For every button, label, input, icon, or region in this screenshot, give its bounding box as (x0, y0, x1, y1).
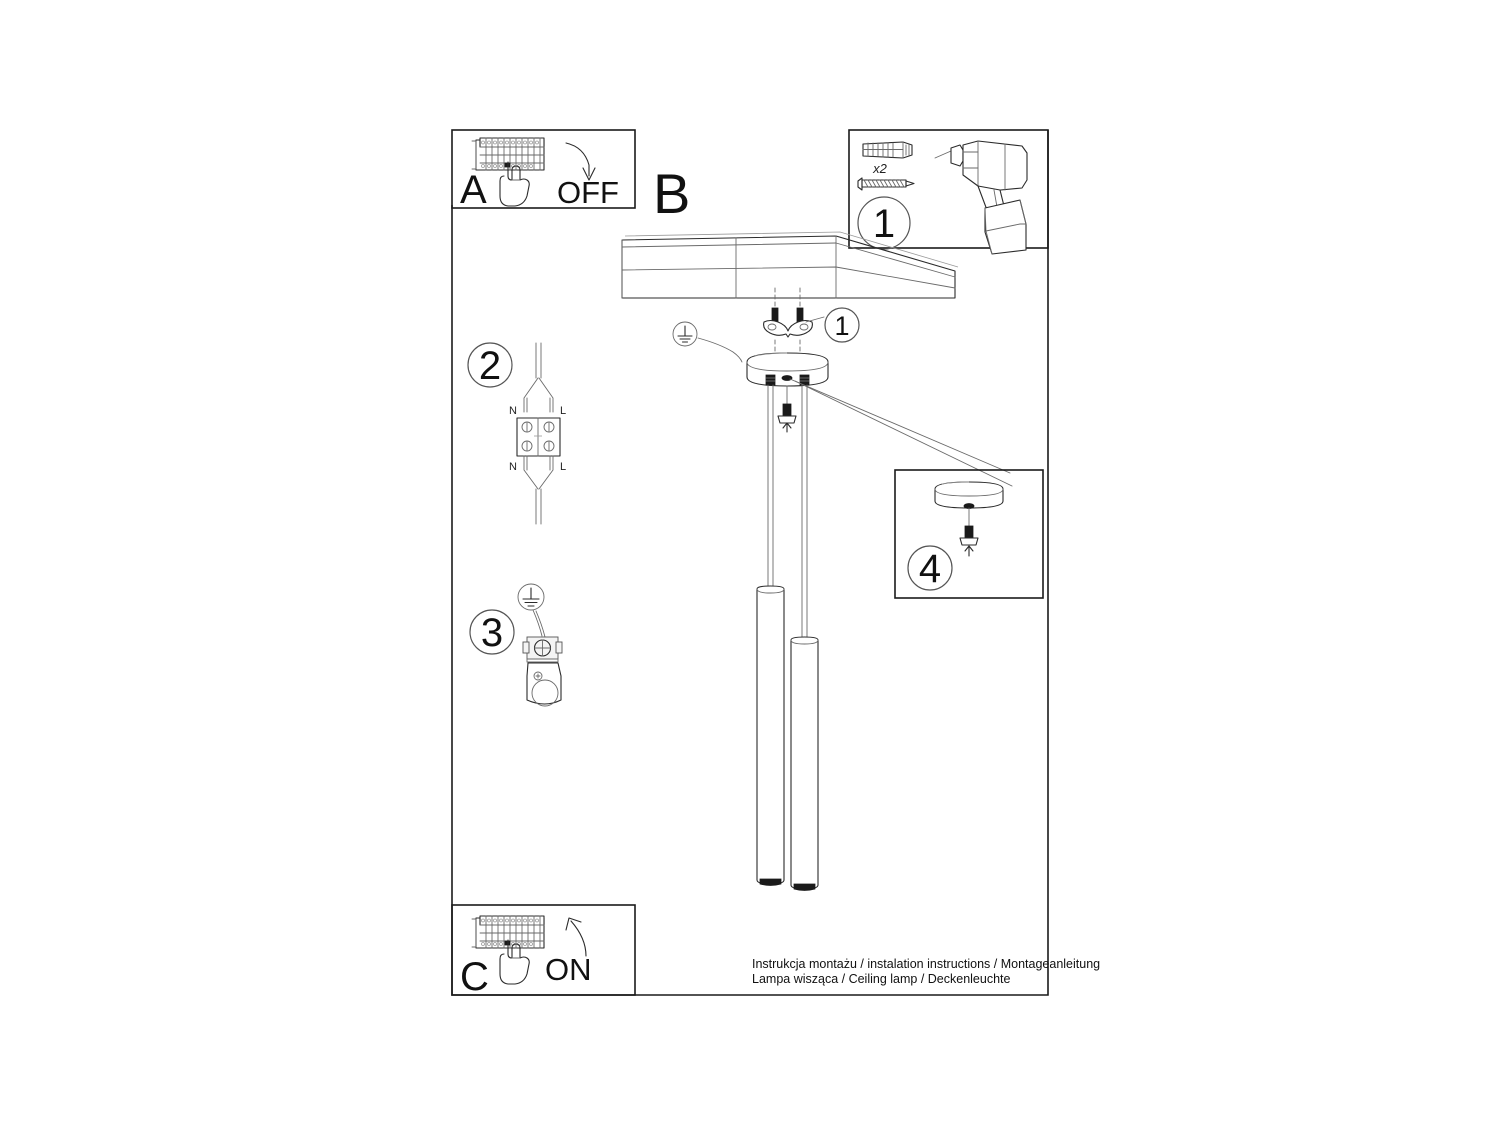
step-4-cable-grip-icon (959, 507, 979, 557)
step-1-box: x2 1 (848, 129, 1049, 255)
cable-grip-detail-inline (777, 385, 797, 433)
panel-a: A OFF (451, 129, 636, 212)
ceiling-surface (621, 231, 959, 299)
svg-text:1: 1 (834, 311, 849, 341)
terminal-screws (521, 421, 555, 452)
hand-icon-c (499, 939, 530, 985)
terminal-label-bottom-left: N (509, 461, 517, 473)
bracket-screw-right (796, 307, 804, 323)
arrow-down-off-icon (565, 142, 596, 181)
step-4-canopy-icon (934, 481, 1004, 509)
mounting-bracket-icon (763, 319, 813, 338)
step-4-box: 4 (894, 469, 1044, 599)
arrow-up-on-icon (565, 917, 587, 957)
step-1-callout: 1 (857, 196, 911, 250)
power-drill-icon (934, 140, 1028, 255)
terminal-label-top-left: N (509, 405, 517, 417)
earth-symbol-ceiling-icon (672, 321, 743, 363)
mount-callout-1: 1 (824, 307, 860, 343)
svg-text:2: 2 (479, 344, 501, 388)
footer-block: Instrukcja montażu / instalation instruc… (752, 957, 1100, 986)
step-3-detail: 3 (469, 583, 563, 707)
svg-text:4: 4 (919, 547, 941, 591)
bracket-screw-left (771, 307, 779, 323)
panel-a-action-label: OFF (557, 175, 619, 210)
step-4-callout: 4 (907, 545, 953, 591)
wall-plug-icon (862, 141, 913, 159)
hand-icon-a (499, 161, 530, 207)
svg-text:1: 1 (873, 202, 895, 246)
step-2-detail: 2 N L N L (467, 342, 566, 525)
terminal-label-bottom-right: L (560, 461, 566, 473)
ceiling-mount-assembly: 1 (763, 287, 860, 373)
earth-symbol-step3-icon (517, 583, 545, 611)
breaker-panel-a-icon (471, 137, 545, 171)
footer-line-1: Instrukcja montażu / instalation instruc… (752, 957, 1100, 971)
ceiling-rose-canopy (746, 352, 1013, 487)
screw-icon (857, 177, 915, 191)
pendant-right (790, 384, 819, 891)
panel-b-letter: B (653, 162, 690, 225)
main-frame (451, 130, 1049, 996)
svg-text:3: 3 (481, 611, 503, 655)
panel-a-letter: A (460, 168, 487, 212)
breaker-panel-c-icon (471, 915, 545, 949)
lamp-socket-body (526, 662, 562, 707)
panel-c-action-label: ON (545, 952, 592, 987)
ground-terminal-icon (522, 636, 563, 663)
cable-grip-left (765, 374, 776, 386)
pendant-left (756, 384, 785, 886)
step-3-callout: 3 (469, 609, 515, 655)
footer-line-2: Lampa wisząca / Ceiling lamp / Deckenleu… (752, 972, 1011, 986)
step-1-quantity: x2 (872, 161, 888, 176)
step-2-callout: 2 (467, 342, 513, 388)
panel-c: C ON (451, 904, 636, 999)
panel-c-letter: C (460, 955, 489, 999)
terminal-label-top-right: L (560, 405, 566, 417)
